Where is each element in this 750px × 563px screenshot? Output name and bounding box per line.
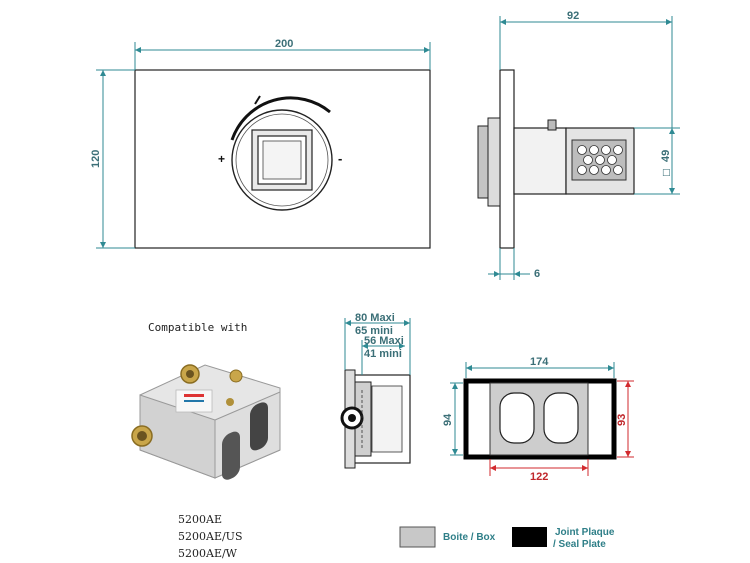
box-inner-max-label: 56 Maxi — [364, 335, 404, 347]
model-1: 5200AE — [178, 513, 222, 526]
box-opening-right — [543, 392, 579, 444]
minus-sign: - — [338, 151, 342, 166]
seal-inner-width-dimension: 122 — [489, 459, 589, 483]
side-depth-dimension: 92 — [499, 10, 673, 128]
legend-seal-label-2: / Seal Plate — [553, 539, 606, 550]
side-knob-body — [487, 117, 501, 207]
side-plate-dimension: 6 — [488, 248, 540, 280]
compatible-title: Compatible with — [148, 321, 247, 334]
box-inner-dimension: 56 Maxi 41 mini — [361, 335, 405, 375]
box-max-label: 80 Maxi — [355, 312, 395, 324]
side-plate-label: 6 — [534, 268, 540, 280]
box-inner-min-label: 41 mini — [364, 348, 402, 360]
box-depth-dimension: 80 Maxi 65 mini — [344, 312, 411, 375]
front-width-dimension: 200 — [134, 38, 431, 70]
compatible-section: Compatible with 5200AE 5200AE/US 5200AE/… — [131, 321, 281, 560]
side-knob-cap — [477, 125, 489, 199]
model-3: 5200AE/W — [178, 547, 238, 560]
front-width-label: 200 — [275, 38, 293, 50]
legend-seal-swatch — [512, 527, 547, 547]
legend-box-swatch — [399, 526, 436, 548]
seal-height-dimension: 93 — [616, 380, 634, 458]
side-valve-screw — [547, 119, 557, 131]
front-height-dimension: 120 — [90, 69, 135, 249]
square-symbol: □ — [662, 168, 671, 178]
box-side-drawing: 80 Maxi 65 mini 56 Maxi 41 mini — [340, 312, 411, 469]
seal-width-label: 174 — [530, 356, 549, 368]
side-square-dimension: 49 □ — [634, 127, 680, 195]
model-2: 5200AE/US — [178, 530, 242, 543]
box-height-dimension: 94 — [442, 382, 463, 456]
side-depth-label: 92 — [567, 10, 579, 22]
side-valve-body — [513, 127, 567, 195]
temperature-tick — [254, 95, 261, 105]
plus-sign: + — [218, 152, 225, 166]
seal-width-dimension: 174 — [465, 356, 615, 378]
side-square-label: 49 — [660, 150, 672, 162]
cartridge-holes — [577, 145, 623, 175]
seal-height-label: 93 — [616, 414, 628, 426]
box-min-label: 65 mini — [355, 325, 393, 337]
seal-front-drawing: 174 122 94 93 — [442, 356, 634, 483]
front-height-label: 120 — [90, 150, 102, 168]
side-view: 92 49 □ 6 — [477, 10, 680, 280]
box-height-label: 94 — [442, 413, 454, 426]
box-opening-left — [499, 392, 535, 444]
knob-inner-ring — [235, 113, 329, 207]
side-cover-plate — [499, 69, 515, 249]
legend-seal-label-1: Joint Plaque — [555, 527, 615, 538]
temperature-arc — [230, 96, 331, 141]
seal-inner-width-label: 122 — [530, 471, 548, 483]
front-view: + - 200 120 — [90, 38, 431, 249]
mixer-box-illustration — [131, 364, 281, 480]
knob-square-face — [262, 140, 302, 180]
legend: Boite / Box Joint Plaque / Seal Plate — [399, 526, 615, 550]
legend-box-label: Boite / Box — [443, 532, 496, 543]
